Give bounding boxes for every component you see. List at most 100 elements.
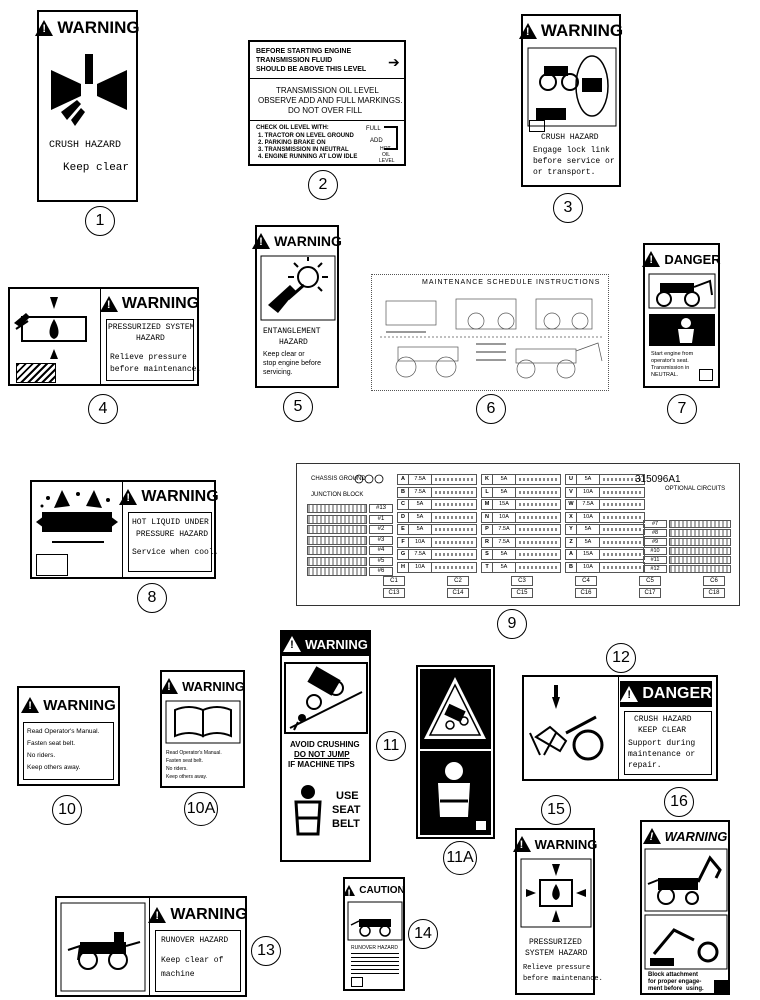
warning-header: WARNING (512, 834, 597, 854)
callout-14: 14 (408, 919, 438, 949)
connector-cell: C15 (511, 588, 533, 598)
relay-number: #2 (369, 525, 393, 534)
callout-9: 9 (497, 609, 527, 639)
fuse-rating: 7.5A (409, 475, 432, 484)
connector-cell: C4 (575, 576, 597, 586)
decal-10a: WARNING Read Operator's Manual. Fasten s… (160, 670, 245, 788)
seat-belt-person-icon (294, 785, 322, 836)
relay-row: #7 (643, 520, 731, 528)
pressurized-system-icon (520, 858, 592, 928)
callout-12: 12 (606, 643, 636, 673)
relay-number: #7 (643, 520, 667, 528)
callout-16: 16 (664, 787, 694, 817)
relay-row: #1 (307, 514, 393, 524)
runover-loader-icon (60, 902, 146, 992)
decal-1: WARNING CRUSH HAZARD Keep clear (35, 10, 140, 202)
fuse-letter: G (398, 550, 409, 559)
relay-row: #11 (643, 556, 731, 564)
backhoe-icon (644, 848, 728, 912)
dipstick-icon (384, 126, 398, 150)
fuse-rating: 7.5A (493, 525, 516, 534)
fuse-letter: B (566, 562, 577, 572)
fuse-rating: 7.5A (577, 500, 600, 509)
decal-10: WARNING Read Operator's Manual. Fasten s… (17, 686, 120, 786)
fuse-rating: 15A (577, 550, 600, 559)
warning-header: WARNING (282, 632, 369, 656)
fuse-rating: 5A (409, 512, 432, 522)
relay-number: #5 (369, 556, 393, 566)
fuse-letter: K (482, 475, 493, 484)
fuse-rating: 10A (577, 512, 600, 522)
relay-number: #13 (369, 504, 393, 513)
relay-row: #13 (307, 504, 393, 513)
warning-header: WARNING (119, 486, 219, 508)
danger-header: DANGER (620, 681, 712, 707)
warning-triangle-icon (21, 697, 40, 713)
relay-row: #12 (643, 565, 731, 573)
callout-3: 3 (553, 193, 583, 223)
lock-link-icon (527, 47, 617, 127)
decal-4: WARNING PRESSURIZED SYSTEM HAZARD Reliev… (8, 287, 201, 386)
fuse-letter: L (482, 487, 493, 497)
relay-number: #6 (369, 567, 393, 576)
connector-cell: C16 (575, 588, 597, 598)
decal-13: WARNING RUNOVER HAZARD Keep clear of mac… (55, 896, 248, 997)
decal-5: WARNING ENTANGLEMENT HAZARD Keep clear o… (252, 225, 342, 388)
callout-5: 5 (283, 392, 313, 422)
fuse-rating: 5A (493, 487, 516, 497)
callout-10: 10 (52, 795, 82, 825)
connector-cell: C1 (383, 576, 405, 586)
relay-row: #6 (307, 567, 393, 576)
fuse-rating: 10A (577, 562, 600, 572)
relay-number: #9 (643, 538, 667, 546)
open-book-icon (165, 700, 241, 744)
relay-number: #10 (643, 547, 667, 555)
fuse-rating: 10A (409, 537, 432, 547)
decal-11: WARNING AVOID CRUSHING DO NOT JUMP IF MA… (280, 630, 371, 862)
fuse-letter: A (566, 550, 577, 559)
warning-triangle-icon (642, 251, 661, 267)
connector-cell: C17 (639, 588, 661, 598)
connector-cell: C6 (703, 576, 725, 586)
connector-cell: C14 (447, 588, 469, 598)
fuse-letter: A (398, 475, 409, 484)
relay-row: #2 (307, 525, 393, 534)
callout-1: 1 (85, 206, 115, 236)
warning-triangle-icon (642, 828, 661, 844)
fuse-rating: 7.5A (493, 537, 516, 547)
runover-loader-icon (347, 901, 403, 941)
manual-icon (351, 977, 363, 987)
manual-icon (714, 980, 728, 994)
fuse-letter: D (398, 512, 409, 522)
fuse-rating: 7.5A (409, 550, 432, 559)
fuse-rating: 10A (409, 562, 432, 572)
relay-row: #3 (307, 535, 393, 545)
fuse-rating: 5A (409, 500, 432, 509)
rollover-triangle-icon (420, 669, 491, 749)
warning-header: WARNING (99, 293, 199, 315)
fuse-letter: T (482, 562, 493, 572)
crush-support-icon (529, 685, 604, 761)
maintenance-title: MAINTENANCE SCHEDULE INSTRUCTIONS (422, 279, 601, 286)
connector-cell: C3 (511, 576, 533, 586)
warning-triangle-icon (283, 636, 302, 652)
fuse-rating: 5A (577, 537, 600, 547)
decal-15: WARNING PRESSURIZED SYSTEM HAZARD Reliev… (512, 828, 603, 995)
connector-cell: C13 (383, 588, 405, 598)
fuse-rating: 10A (493, 512, 516, 522)
caution-header: CAUTION (343, 882, 405, 900)
fuse-letter: B (398, 487, 409, 497)
decal-11a (416, 665, 495, 839)
